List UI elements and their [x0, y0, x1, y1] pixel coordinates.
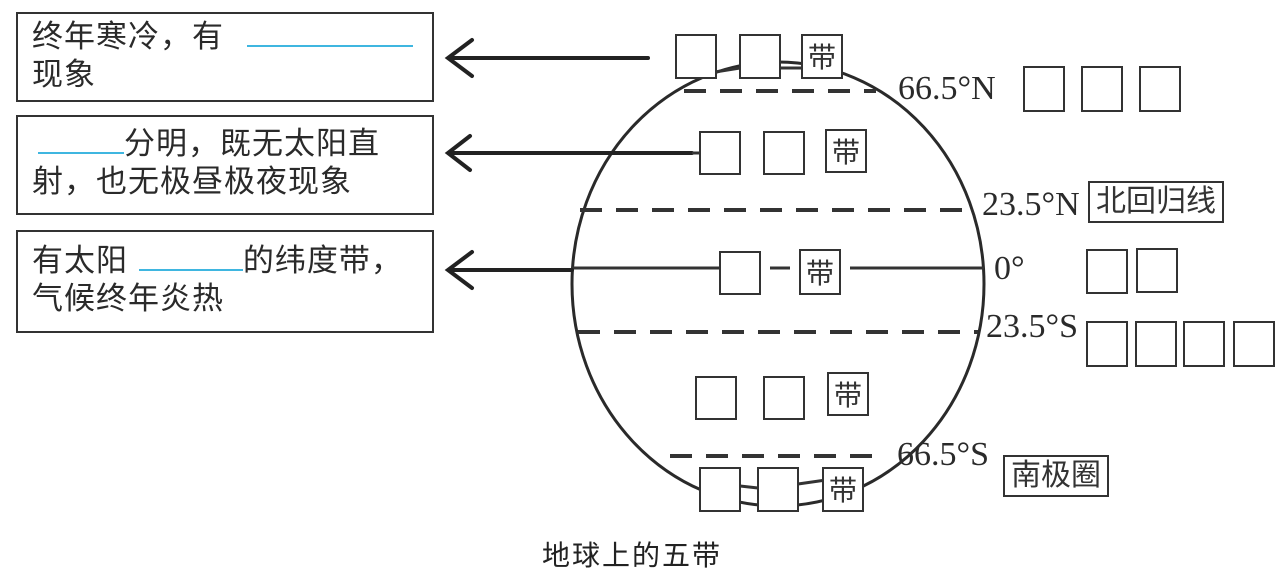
north-frigid-blank-2[interactable] — [739, 34, 781, 79]
desc-frigid-text: 终年寒冷，有 — [32, 19, 224, 55]
north-frigid-suffix: 带 — [808, 41, 836, 74]
north-temperate-blank-1[interactable] — [699, 131, 741, 175]
description-box-frigid: 终年寒冷，有 现象 — [16, 12, 434, 102]
torrid-blank-1[interactable] — [719, 251, 761, 295]
north-temperate-dai-box — [825, 129, 867, 173]
arrow-frigid-head — [444, 38, 474, 78]
tropic-capricorn-name-blank-4[interactable] — [1233, 321, 1275, 367]
south-frigid-suffix: 带 — [829, 474, 857, 507]
equator-name-blank-1[interactable] — [1086, 249, 1128, 294]
south-temperate-suffix: 带 — [834, 379, 862, 412]
antarctic-circle-name: 南极圈 — [1003, 455, 1109, 497]
arrow-temperate-head — [444, 134, 472, 172]
south-temperate-blank-1[interactable] — [695, 376, 737, 420]
label-23-5-s: 23.5°S — [986, 308, 1079, 345]
answer-blank-temperate[interactable] — [38, 126, 124, 154]
desc-frigid-line2: 现象 — [32, 57, 96, 93]
north-temperate-blank-2[interactable] — [763, 131, 805, 175]
arrow-torrid-head — [444, 250, 474, 290]
answer-blank-torrid[interactable] — [138, 243, 243, 271]
label-equator: 0° — [994, 250, 1025, 287]
north-temperate-suffix: 带 — [832, 136, 860, 169]
tropic-of-cancer-name: 北回归线 — [1088, 181, 1224, 223]
tropic-capricorn-name-blank-1[interactable] — [1086, 321, 1128, 367]
arctic-circle-name-blank-2[interactable] — [1081, 66, 1123, 112]
desc-torrid-line2: 气候终年炎热 — [32, 281, 224, 317]
label-23-5-n: 23.5°N — [982, 186, 1080, 223]
desc-temperate-line2: 射，也无极昼极夜现象 — [32, 164, 352, 200]
north-frigid-blank-1[interactable] — [675, 34, 717, 79]
description-box-temperate: 分明，既无太阳直 射，也无极昼极夜现象 — [16, 115, 434, 215]
desc-torrid-text-before: 有太阳 — [32, 243, 128, 279]
north-frigid-dai-box — [801, 34, 843, 79]
desc-torrid-text-after: 的纬度带， — [242, 243, 403, 279]
tropic-capricorn-name-blank-3[interactable] — [1183, 321, 1225, 367]
answer-blank-frigid[interactable] — [246, 19, 413, 47]
label-66-5-n: 66.5°N — [898, 70, 996, 107]
arctic-circle-name-blank-3[interactable] — [1139, 66, 1181, 112]
south-frigid-blank-1[interactable] — [699, 467, 741, 512]
label-66-5-s: 66.5°S — [897, 436, 990, 473]
torrid-suffix: 带 — [806, 257, 834, 290]
tropic-capricorn-name-blank-2[interactable] — [1135, 321, 1177, 367]
equator-name-blank-2[interactable] — [1136, 248, 1178, 293]
figure-caption: 地球上的五带 — [542, 539, 723, 572]
torrid-dai-box — [799, 249, 841, 295]
desc-temperate-text: 分明，既无太阳直 — [124, 126, 380, 162]
south-temperate-blank-2[interactable] — [763, 376, 805, 420]
description-box-torrid: 有太阳 的纬度带， 气候终年炎热 — [16, 230, 434, 333]
south-temperate-dai-box — [827, 372, 869, 416]
south-frigid-dai-box — [822, 467, 864, 512]
south-frigid-blank-2[interactable] — [757, 467, 799, 512]
arctic-circle-name-blank-1[interactable] — [1023, 66, 1065, 112]
